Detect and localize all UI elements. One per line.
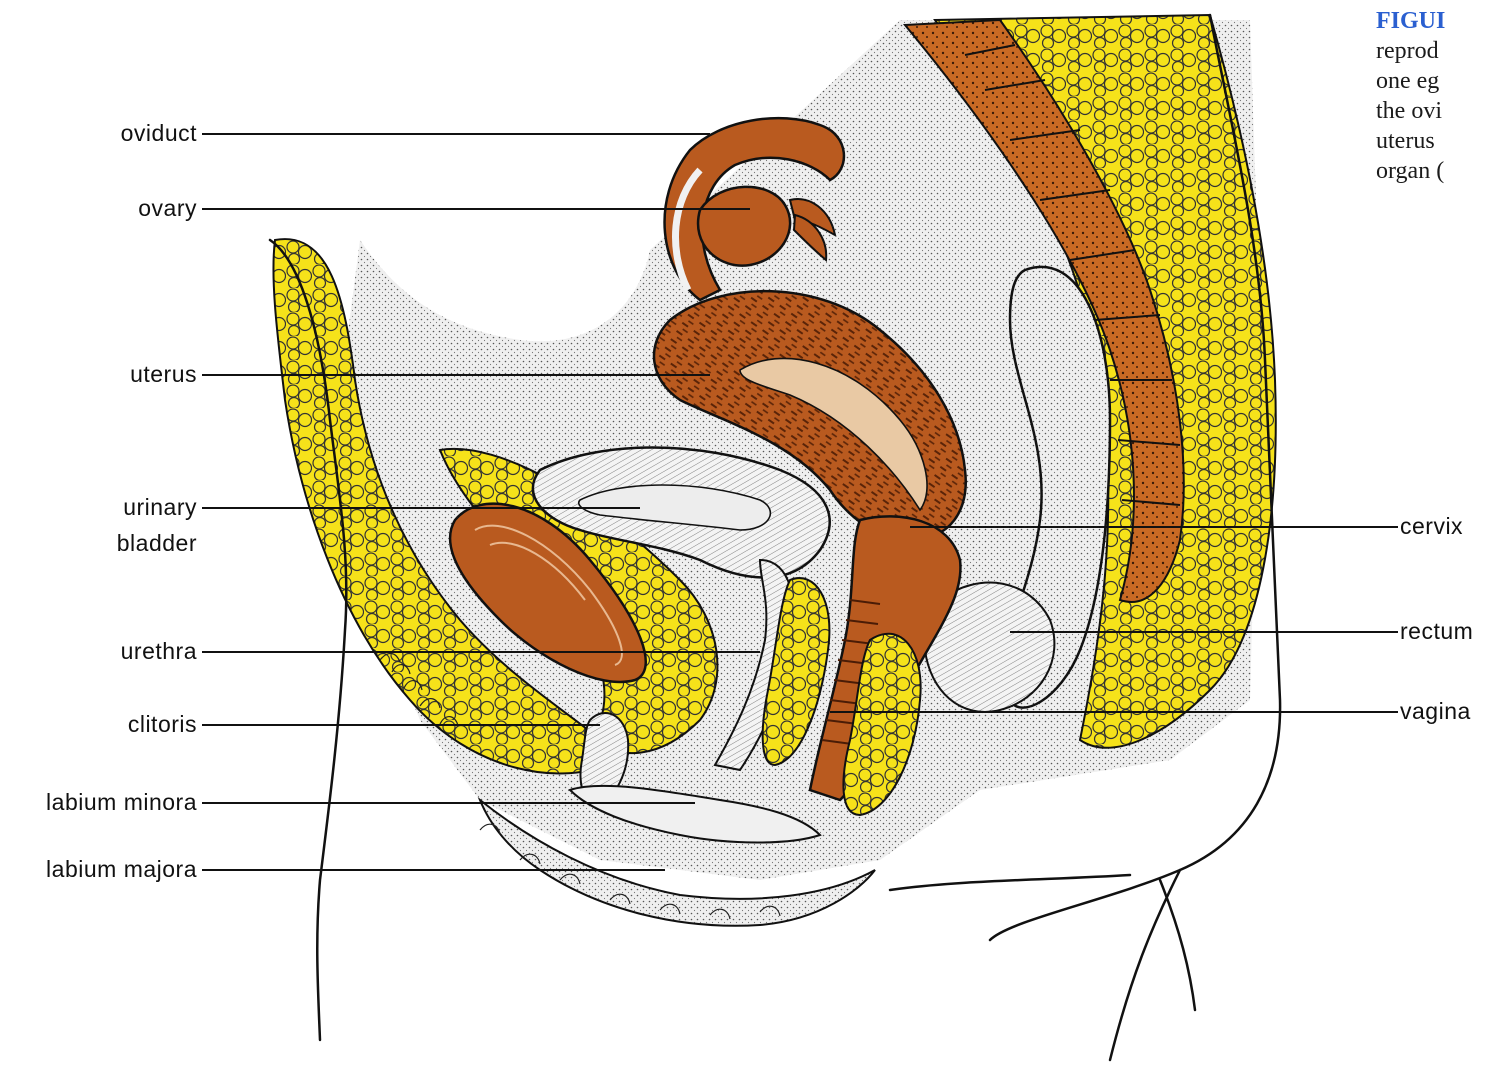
caption-line-5: organ ( bbox=[1376, 156, 1494, 186]
caption-line-3: the ovi bbox=[1376, 96, 1494, 126]
label-cervix: cervix bbox=[1400, 513, 1463, 539]
label-bladder: bladder bbox=[117, 530, 197, 556]
label-labium-majora: labium majora bbox=[46, 856, 197, 882]
label-rectum: rectum bbox=[1400, 618, 1473, 644]
figure-caption: FIGUI reprod one eg the ovi uterus organ… bbox=[1376, 6, 1494, 186]
label-oviduct: oviduct bbox=[121, 120, 197, 146]
caption-line-2: one eg bbox=[1376, 66, 1494, 96]
label-ovary: ovary bbox=[138, 195, 197, 221]
label-urethra: urethra bbox=[121, 638, 197, 664]
label-labium-minora: labium minora bbox=[46, 789, 197, 815]
label-uterus: uterus bbox=[130, 361, 197, 387]
caption-line-4: uterus bbox=[1376, 126, 1494, 156]
label-vagina: vagina bbox=[1400, 698, 1471, 724]
ovary-organ bbox=[698, 187, 790, 266]
caption-line-1: reprod bbox=[1376, 36, 1494, 66]
figure-label: FIGUI bbox=[1376, 6, 1494, 36]
label-clitoris: clitoris bbox=[128, 711, 197, 737]
label-urinary: urinary bbox=[123, 494, 197, 520]
